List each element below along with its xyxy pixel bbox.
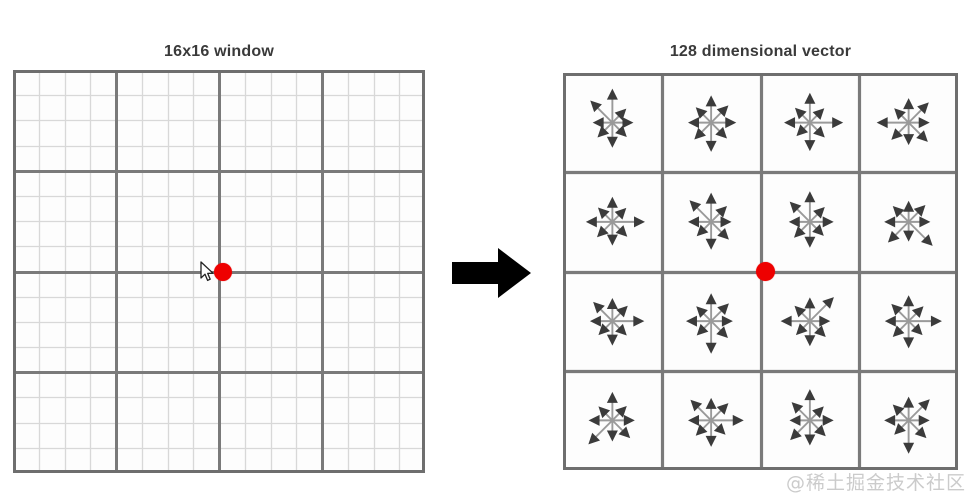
keypoint-dot-right (756, 262, 775, 281)
orientation-star (590, 88, 634, 148)
orientation-star (784, 92, 844, 152)
window-grid-border (13, 70, 425, 473)
descriptor-grid-border (563, 73, 958, 470)
right-arrow-icon (452, 248, 531, 298)
right-panel-title: 128 dimensional vector (669, 43, 852, 60)
mouse-pointer-icon (200, 261, 214, 282)
orientation-star (589, 298, 645, 346)
watermark-text: @稀土掘金技术社区 (785, 472, 966, 494)
left-panel-title: 16x16 window (164, 43, 274, 60)
orientation-star (884, 295, 942, 349)
window-grid-16x16 (13, 70, 425, 473)
descriptor-grid-svg (563, 73, 958, 470)
window-grid-svg (13, 70, 425, 473)
orientation-star (688, 397, 744, 447)
orientation-star (588, 391, 635, 445)
orientation-star (585, 196, 646, 246)
orientation-star (688, 192, 732, 250)
descriptor-grid-4x4 (563, 73, 958, 470)
orientation-star (876, 98, 930, 146)
keypoint-dot-left (214, 263, 232, 281)
orientation-star (788, 191, 834, 248)
orientation-star (884, 396, 930, 454)
orientation-star (789, 389, 834, 446)
